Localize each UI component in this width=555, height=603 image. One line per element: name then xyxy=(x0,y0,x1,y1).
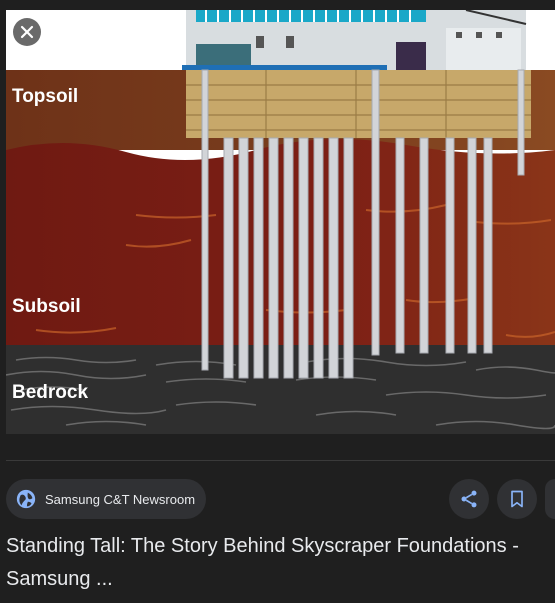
result-title-line-2[interactable]: Samsung ... xyxy=(6,568,113,590)
result-title[interactable]: Standing Tall: The Story Behind Skyscrap… xyxy=(6,530,555,596)
close-button[interactable] xyxy=(13,18,41,46)
topsoil-label: Topsoil xyxy=(12,86,78,107)
subsoil-label: Subsoil xyxy=(12,296,81,317)
source-chip[interactable]: Samsung C&T Newsroom xyxy=(6,479,206,519)
more-button-partial[interactable] xyxy=(545,479,555,519)
top-bar xyxy=(0,0,555,10)
divider xyxy=(6,460,555,461)
result-title-line-1[interactable]: Standing Tall: The Story Behind Skyscrap… xyxy=(6,535,519,557)
bedrock-label: Bedrock xyxy=(12,382,88,403)
bookmark-icon xyxy=(511,490,523,508)
close-icon xyxy=(20,25,34,39)
globe-icon xyxy=(16,489,36,509)
share-icon xyxy=(461,490,477,508)
result-image[interactable]: Topsoil Subsoil Bedrock xyxy=(6,10,555,434)
source-name: Samsung C&T Newsroom xyxy=(45,491,196,507)
share-button[interactable] xyxy=(449,479,489,519)
save-button[interactable] xyxy=(497,479,537,519)
